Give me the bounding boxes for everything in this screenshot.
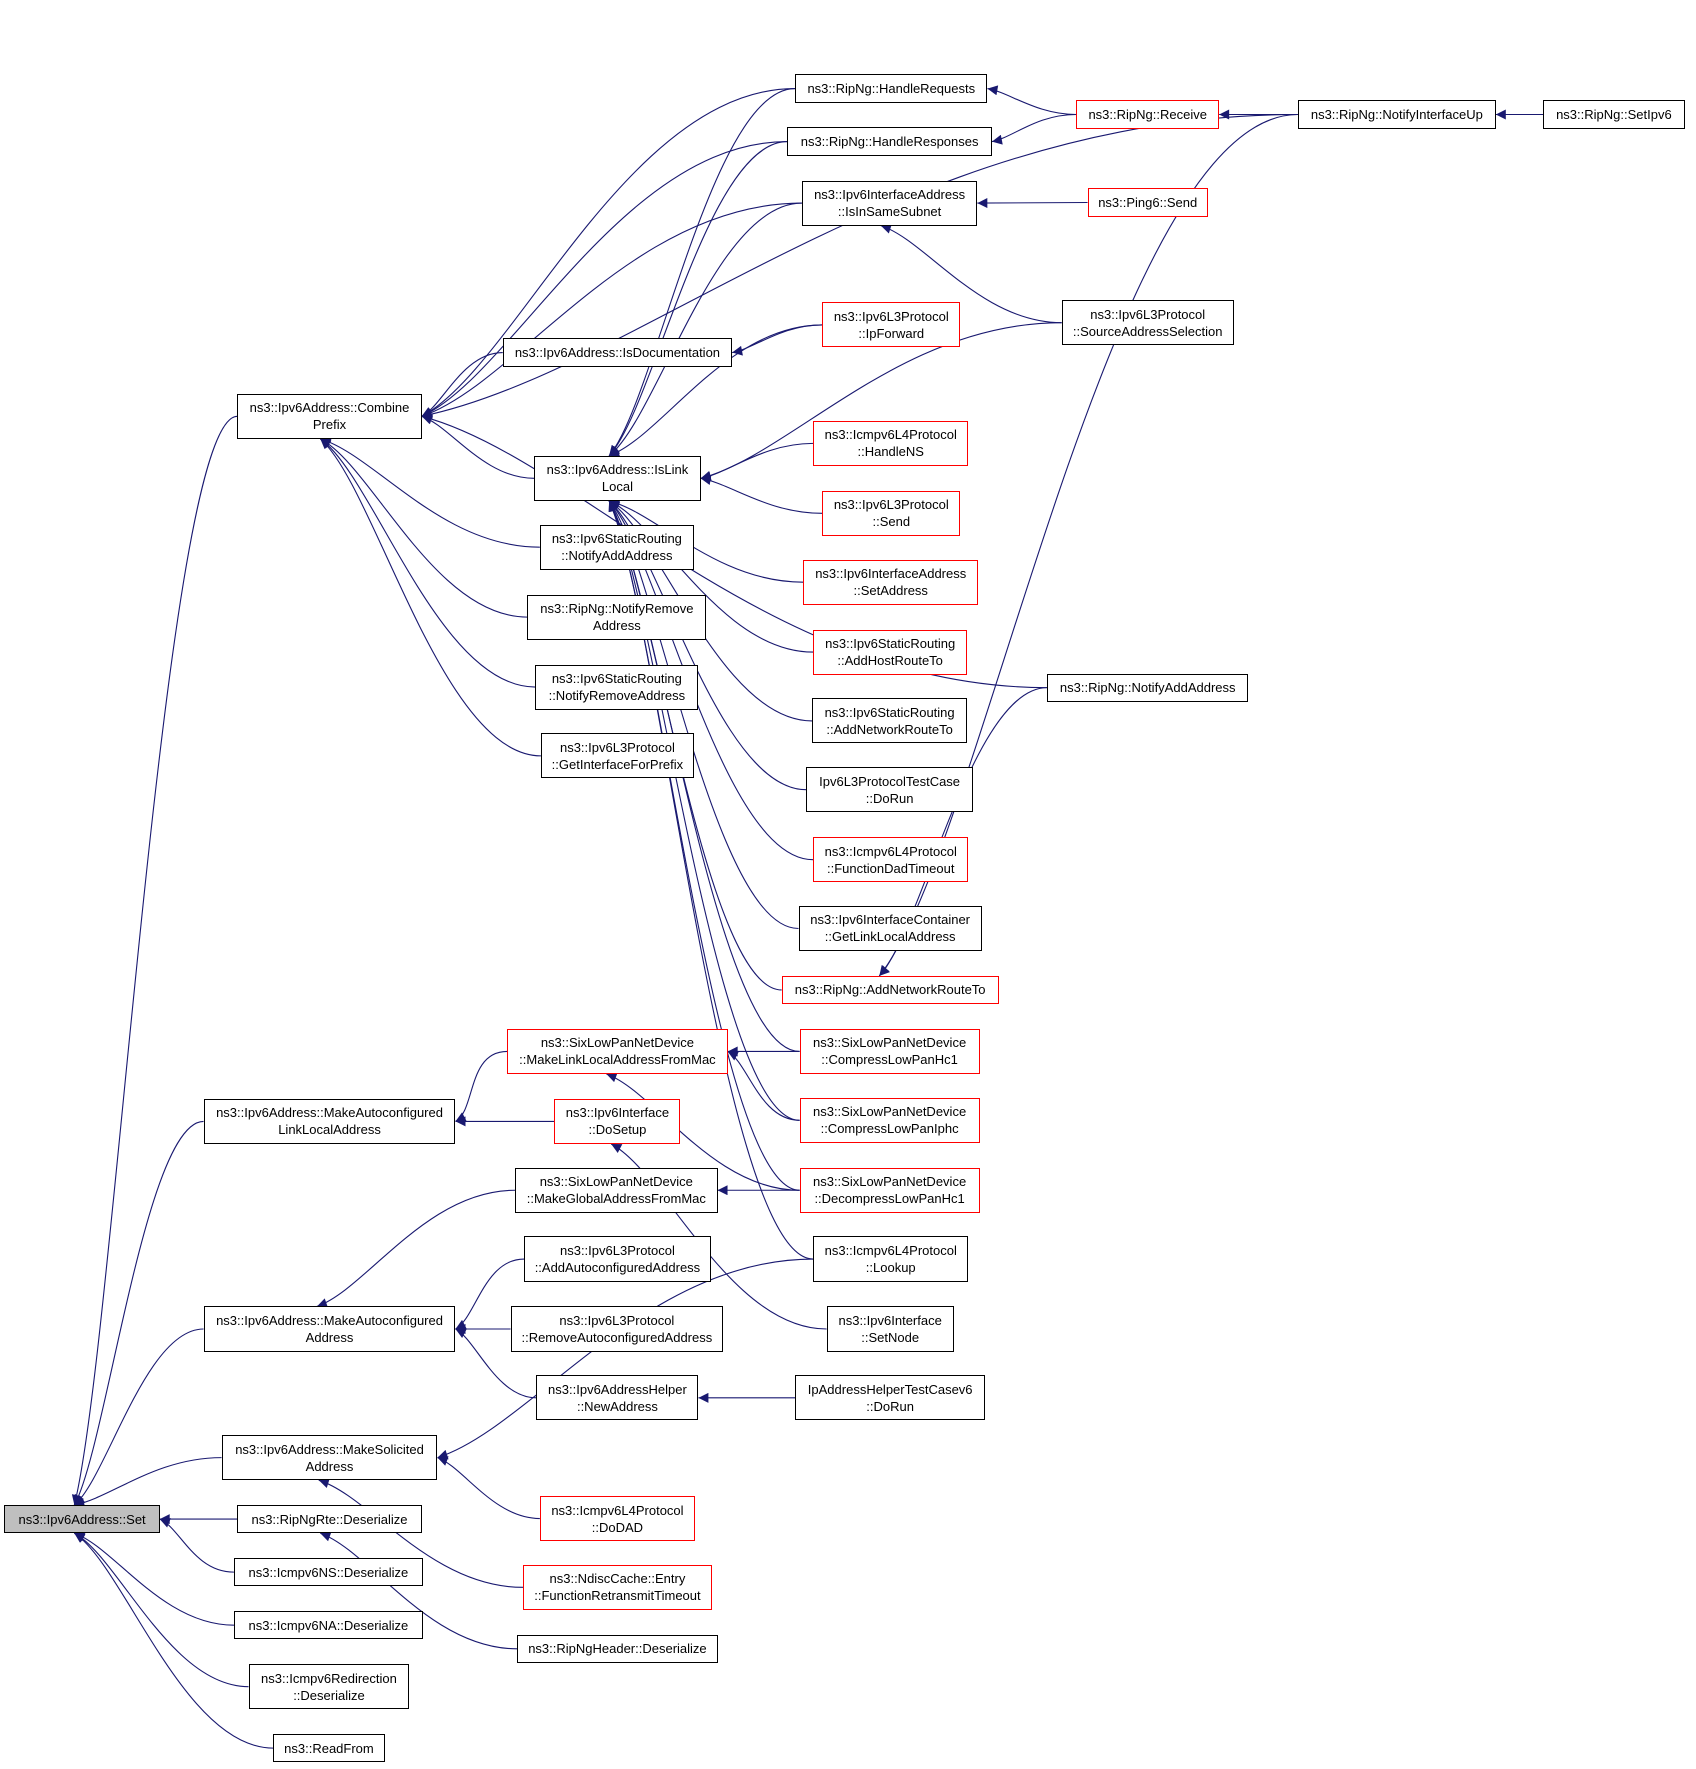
node-icmpv6l4-handlens[interactable]: ns3::Icmpv6L4Protocol ::HandleNS	[813, 420, 969, 466]
node-sixlowpan-decompress-lowpan-hc1[interactable]: ns3::SixLowPanNetDevice ::DecompressLowP…	[799, 1167, 980, 1213]
edge-ping6-to-iasame	[977, 198, 1088, 209]
edge-handleres-to-combine	[421, 141, 788, 417]
node-staticrouting-notify-add-address[interactable]: ns3::Ipv6StaticRouting ::NotifyAddAddres…	[539, 524, 694, 570]
node-ping6-send[interactable]: ns3::Ping6::Send	[1087, 188, 1208, 217]
edge-icmpna-to-set	[74, 1531, 234, 1626]
node-ripng-add-network-route-to[interactable]: ns3::RipNg::AddNetworkRouteTo	[781, 975, 999, 1005]
node-ripng-notify-add-address[interactable]: ns3::RipNg::NotifyAddAddress	[1047, 673, 1249, 702]
edge-ripreceive-to-handleres	[991, 113, 1077, 145]
edge-srhost-to-islink	[608, 500, 814, 653]
node-icmpv6redirection-deserialize[interactable]: ns3::Icmpv6Redirection ::Deserialize	[248, 1664, 410, 1710]
node-combine-prefix[interactable]: ns3::Ipv6Address::Combine Prefix	[237, 393, 422, 439]
node-icmpv6l4-lookup[interactable]: ns3::Icmpv6L4Protocol ::Lookup	[813, 1236, 969, 1282]
edge-srremove-to-combine	[319, 438, 536, 688]
edge-handlereq-to-islink	[608, 88, 796, 457]
node-sixlowpan-compress-lowpan-iphc[interactable]: ns3::SixLowPanNetDevice ::CompressLowPan…	[799, 1097, 980, 1143]
node-interfaceaddress-is-in-same-subnet[interactable]: ns3::Ipv6InterfaceAddress ::IsInSameSubn…	[801, 180, 978, 226]
edge-sixmkll-to-mkautoll	[455, 1050, 508, 1122]
edge-ripnghdr-to-ripngrte	[320, 1531, 518, 1650]
edge-isdoc-to-combine	[421, 352, 503, 417]
node-ripng-receive[interactable]: ns3::RipNg::Receive	[1076, 100, 1220, 129]
edge-l3srcsel-to-iasame	[880, 223, 1062, 324]
edge-iasame-to-combine	[421, 202, 802, 418]
node-l3protocol-get-interface-for-prefix[interactable]: ns3::Ipv6L3Protocol ::GetInterfaceForPre…	[540, 733, 694, 779]
node-make-autoconfigured-address[interactable]: ns3::Ipv6Address::MakeAutoconfigured Add…	[203, 1306, 456, 1352]
edge-sixdechc1-to-sixmkll	[606, 1072, 800, 1191]
node-interfaceaddress-set-address[interactable]: ns3::Ipv6InterfaceAddress ::SetAddress	[803, 559, 979, 605]
node-ipv6interface-dosetup[interactable]: ns3::Ipv6Interface ::DoSetup	[554, 1098, 681, 1144]
node-ipv6interface-setnode[interactable]: ns3::Ipv6Interface ::SetNode	[826, 1306, 954, 1352]
edge-addrhelp-to-mkauto	[455, 1328, 537, 1399]
node-ndisccache-function-retransmit-timeout[interactable]: ns3::NdiscCache::Entry ::FunctionRetrans…	[522, 1564, 712, 1610]
node-make-autoconfigured-link-local-address[interactable]: ns3::Ipv6Address::MakeAutoconfigured Lin…	[203, 1098, 456, 1144]
edge-handlereq-to-combine	[421, 88, 796, 417]
edge-l3getif-to-combine	[319, 438, 541, 757]
node-ripng-handle-requests[interactable]: ns3::RipNg::HandleRequests	[795, 74, 988, 103]
edge-l3ipfwd-to-islink	[608, 324, 823, 458]
node-interfacecontainer-get-link-local-address[interactable]: ns3::Ipv6InterfaceContainer ::GetLinkLoc…	[798, 905, 982, 952]
node-ripngheader-deserialize[interactable]: ns3::RipNgHeader::Deserialize	[517, 1634, 718, 1663]
edge-icmphns-to-islink	[700, 442, 814, 482]
edge-ripreceive-to-handlereq	[987, 85, 1077, 116]
edge-mksol-to-set	[74, 1457, 222, 1509]
edge-icmpns-to-set	[159, 1518, 234, 1573]
edge-sixiphc-to-sixmkll	[727, 1050, 800, 1121]
node-staticrouting-add-host-route-to[interactable]: ns3::Ipv6StaticRouting ::AddHostRouteTo	[813, 629, 968, 675]
node-icmpv6l4-function-dad-timeout[interactable]: ns3::Icmpv6L4Protocol ::FunctionDadTimeo…	[813, 837, 969, 883]
node-is-documentation[interactable]: ns3::Ipv6Address::IsDocumentation	[502, 338, 733, 367]
edge-iasame-to-islink	[608, 202, 802, 457]
node-l3protocol-ipforward[interactable]: ns3::Ipv6L3Protocol ::IpForward	[822, 302, 961, 348]
node-l3protocol-add-autoconfigured-address[interactable]: ns3::Ipv6L3Protocol ::AddAutoconfiguredA…	[524, 1236, 711, 1282]
edge-icmplookup-to-mksol	[437, 1258, 814, 1460]
node-ripng-handle-responses[interactable]: ns3::RipNg::HandleResponses	[787, 127, 992, 156]
node-l3protocol-source-address-selection[interactable]: ns3::Ipv6L3Protocol ::SourceAddressSelec…	[1061, 300, 1234, 346]
node-ipv6address-set: ns3::Ipv6Address::Set	[4, 1505, 160, 1534]
node-ripng-notify-remove-address[interactable]: ns3::RipNg::NotifyRemove Address	[527, 594, 707, 640]
edge-handleres-to-islink	[608, 141, 788, 457]
node-icmpv6l4-dodad[interactable]: ns3::Icmpv6L4Protocol ::DoDAD	[539, 1495, 696, 1542]
edge-mkautoll-to-set	[73, 1120, 204, 1506]
node-ipaddresshelper-testcase-dorun[interactable]: IpAddressHelperTestCasev6 ::DoRun	[795, 1375, 986, 1421]
node-ripng-setipv6[interactable]: ns3::RipNg::SetIpv6	[1543, 100, 1685, 129]
node-icmpv6na-deserialize[interactable]: ns3::Icmpv6NA::Deserialize	[233, 1611, 423, 1640]
edge-l3send-to-islink	[700, 475, 823, 514]
edge-l3addauto-to-mkauto	[455, 1258, 525, 1330]
node-sixlowpan-compress-lowpan-hc1[interactable]: ns3::SixLowPanNetDevice ::CompressLowPan…	[799, 1028, 980, 1075]
node-staticrouting-add-network-route-to[interactable]: ns3::Ipv6StaticRouting ::AddNetworkRoute…	[812, 698, 968, 744]
edge-mkauto-to-set	[73, 1328, 204, 1506]
node-sixlowpan-make-link-local-address-from-mac[interactable]: ns3::SixLowPanNetDevice ::MakeLinkLocalA…	[507, 1028, 728, 1075]
edge-sixmkglob-to-mkauto	[316, 1189, 516, 1308]
edge-ripremove-to-combine	[320, 438, 528, 618]
node-icmpv6ns-deserialize[interactable]: ns3::Icmpv6NS::Deserialize	[233, 1558, 423, 1587]
node-l3protocol-remove-autoconfigured-address[interactable]: ns3::Ipv6L3Protocol ::RemoveAutoconfigur…	[510, 1306, 724, 1352]
edge-islink-to-combine	[421, 414, 535, 479]
edge-icmpdad-to-mksol	[437, 1456, 540, 1520]
edge-ripifup-to-ripnet	[878, 113, 1298, 977]
node-is-link-local[interactable]: ns3::Ipv6Address::IsLink Local	[534, 455, 701, 501]
node-ripng-notify-interface-up[interactable]: ns3::RipNg::NotifyInterfaceUp	[1297, 100, 1496, 129]
node-readfrom[interactable]: ns3::ReadFrom	[273, 1734, 385, 1763]
node-ripngrte-deserialize[interactable]: ns3::RipNgRte::Deserialize	[237, 1505, 422, 1534]
edge-icmpredir-to-set	[74, 1532, 249, 1688]
edge-ripifup-to-combine	[421, 113, 1298, 420]
edge-ndisc-to-mksol	[318, 1478, 523, 1588]
edge-combine-to-set	[71, 415, 238, 1506]
edge-icmplookup-to-islink	[608, 500, 814, 1260]
node-l3protocol-send[interactable]: ns3::Ipv6L3Protocol ::Send	[822, 490, 961, 536]
node-staticrouting-notify-remove-address[interactable]: ns3::Ipv6StaticRouting ::NotifyRemoveAdd…	[535, 664, 699, 710]
node-addresshelper-new-address[interactable]: ns3::Ipv6AddressHelper ::NewAddress	[536, 1375, 699, 1421]
edge-readfrom-to-set	[74, 1532, 274, 1749]
node-make-solicited-address[interactable]: ns3::Ipv6Address::MakeSolicited Address	[221, 1435, 438, 1481]
edge-sraddaddr-to-combine	[320, 436, 540, 548]
node-sixlowpan-make-global-address-from-mac[interactable]: ns3::SixLowPanNetDevice ::MakeGlobalAddr…	[515, 1167, 718, 1213]
node-l3protocol-testcase-dorun[interactable]: Ipv6L3ProtocolTestCase ::DoRun	[806, 767, 973, 813]
